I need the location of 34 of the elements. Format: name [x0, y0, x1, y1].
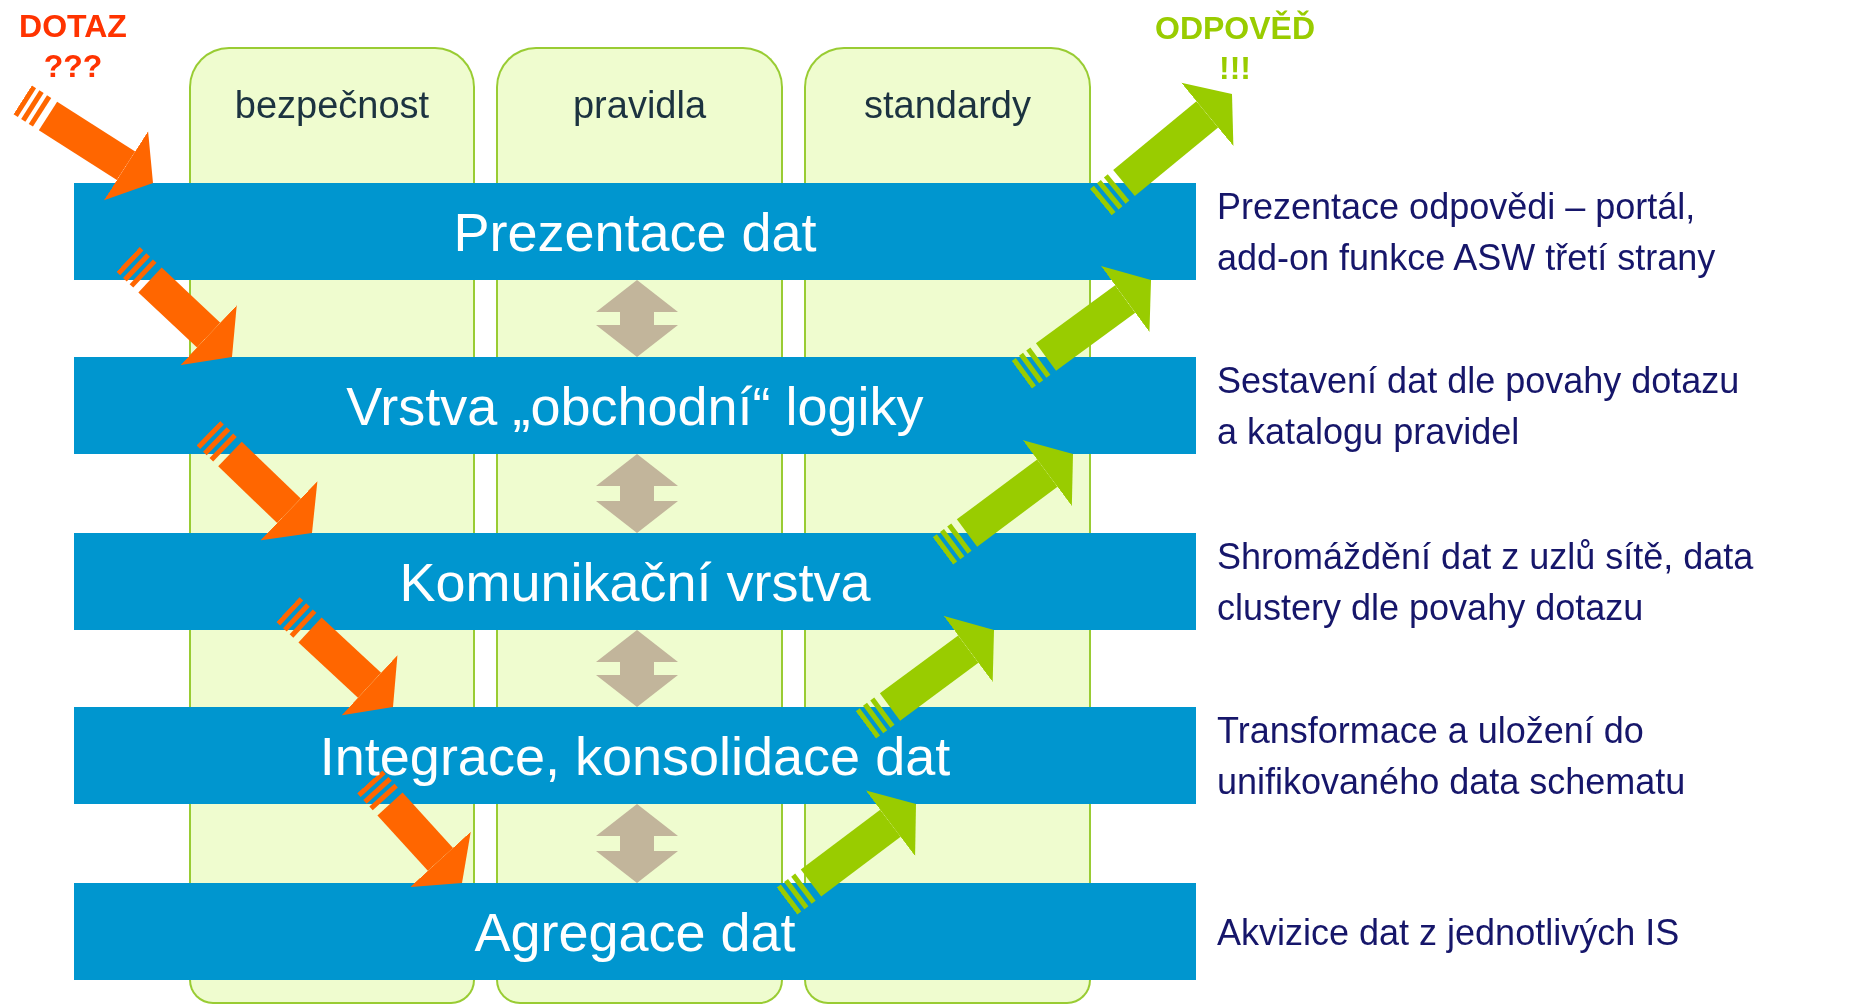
- layer-description: Shromáždění dat z uzlů sítě, data clustery dle povahy dotazu: [1217, 534, 1755, 630]
- answer-label: ODPOVĚĎ !!!: [1154, 9, 1316, 88]
- layer-band: [74, 707, 1196, 804]
- column-heading: standardy: [864, 83, 1031, 128]
- double-arrow: [596, 630, 678, 707]
- query-label: DOTAZ ???: [18, 7, 128, 86]
- column-heading: pravidla: [572, 83, 707, 128]
- block-arrow: [357, 770, 471, 887]
- block-arrow: [1011, 265, 1151, 389]
- block-arrow: [13, 85, 153, 201]
- column-panel: [804, 47, 1091, 183]
- column-heading: bezpečnost: [234, 83, 430, 128]
- layer-band: [74, 883, 1196, 980]
- layer-title: Komunikační vrstva: [399, 554, 871, 609]
- double-arrow: [596, 804, 678, 883]
- layer-band: [74, 183, 1196, 280]
- block-arrow: [1090, 82, 1234, 216]
- column-panel: [189, 47, 475, 183]
- block-arrow: [196, 420, 318, 541]
- double-arrow: [596, 280, 678, 357]
- block-arrow: [116, 247, 237, 365]
- column-panel: [496, 47, 783, 183]
- block-arrow: [276, 597, 398, 716]
- layer-band: [74, 533, 1196, 630]
- double-arrow: [596, 454, 678, 533]
- layer-title: Prezentace dat: [453, 204, 817, 259]
- block-arrow: [932, 440, 1073, 565]
- layer-description: Sestavení dat dle povahy dotazu a katalogu pravidel: [1217, 358, 1741, 454]
- block-arrow: [776, 790, 916, 915]
- layer-description: Prezentace odpovědi – portál, add-on funkce ASW třetí strany: [1217, 184, 1717, 280]
- layer-description: Akvizice dat z jednotlivých IS: [1217, 910, 1681, 955]
- block-arrow: [855, 616, 994, 739]
- layer-band: [74, 357, 1196, 454]
- layer-description: Transformace a uložení do unifikovaného data schematu: [1217, 708, 1687, 804]
